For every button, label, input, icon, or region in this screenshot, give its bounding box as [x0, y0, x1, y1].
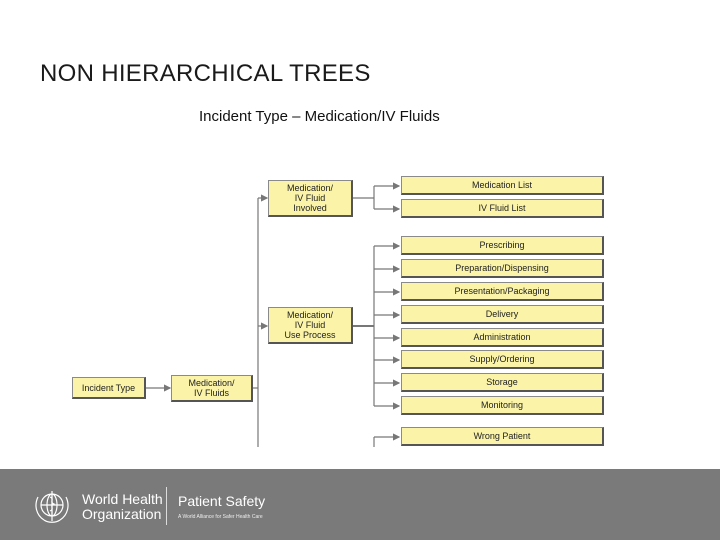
node-wrong-patient: Wrong Patient [401, 427, 604, 446]
diagram-title: Incident Type – Medication/IV Fluids [199, 108, 440, 125]
node-administration: Administration [401, 328, 604, 347]
product-title: Patient Safety [178, 493, 266, 509]
node-preparation-dispensing: Preparation/Dispensing [401, 259, 604, 278]
node-iv-fluid-list: IV Fluid List [401, 199, 604, 218]
node-storage: Storage [401, 373, 604, 392]
node-medication-list: Medication List [401, 176, 604, 195]
node-presentation-packaging: Presentation/Packaging [401, 282, 604, 301]
footer-bar [0, 469, 720, 540]
diagram-connectors [145, 182, 401, 447]
slide-title: NON HIERARCHICAL TREES [40, 60, 371, 87]
node-delivery: Delivery [401, 305, 604, 324]
product-tagline: A World Alliance for Safer Health Care [178, 514, 263, 520]
node-incident-type: Incident Type [72, 377, 146, 399]
node-monitoring: Monitoring [401, 396, 604, 415]
node-medication-iv-fluids: Medication/ IV Fluids [171, 375, 253, 402]
node-supply-ordering: Supply/Ordering [401, 350, 604, 369]
node-group-involved: Medication/ IV Fluid Involved [268, 180, 353, 217]
who-emblem-icon [35, 491, 69, 523]
node-group-process: Medication/ IV Fluid Use Process [268, 307, 353, 344]
footer-divider [166, 487, 167, 525]
node-prescribing: Prescribing [401, 236, 604, 255]
org-name: World Health Organization [82, 491, 163, 522]
